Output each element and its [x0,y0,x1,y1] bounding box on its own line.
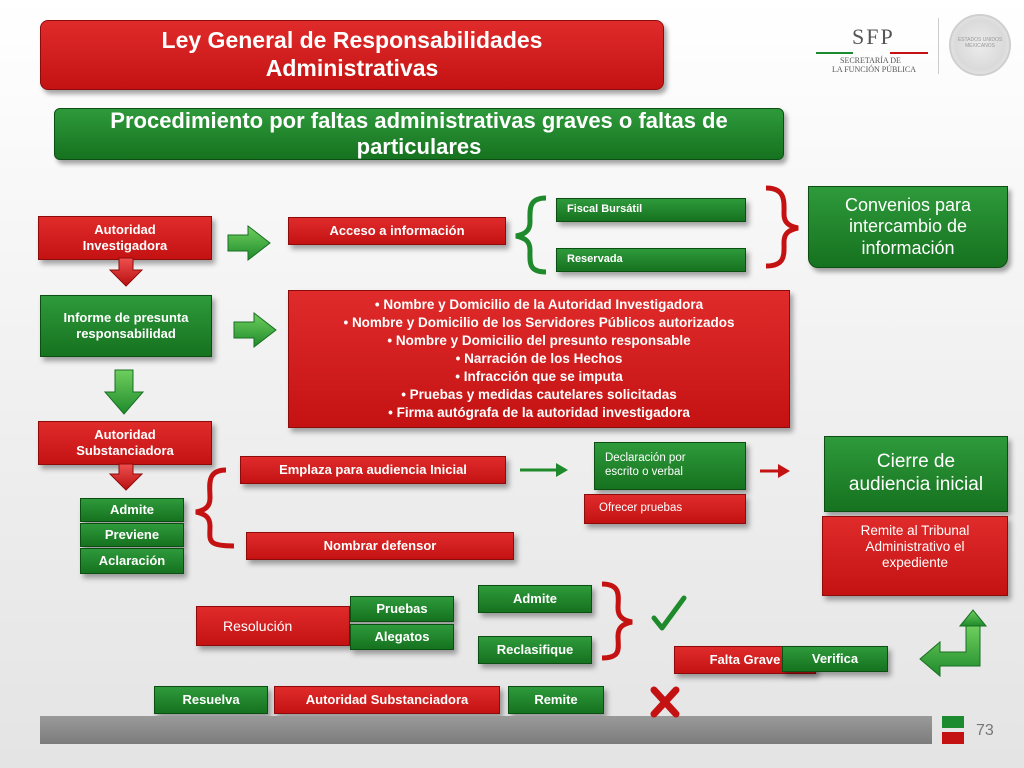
declaracion-box: Declaración por escrito o verbal [594,442,746,490]
arrow-right-icon [233,311,277,349]
requisito-item: Infracción que se imputa [343,368,734,386]
sfp-logo-subtitle-1: SECRETARÍA DE [840,56,901,65]
requisito-item: Nombre y Domicilio de los Servidores Púb… [343,314,735,332]
informe-box: Informe de presunta responsabilidad [40,295,212,357]
page-number: 73 [976,722,994,739]
check-icon [651,595,687,631]
fiscal-bursatil-box: Fiscal Bursátil [556,198,746,222]
arrow-down-icon [108,257,144,287]
sfp-logo-text: SFP [852,24,895,49]
autoridad-substanciadora-box: Autoridad Substanciadora [38,421,212,465]
arrow-right-icon [556,463,568,477]
requisito-item: Narración de los Hechos [343,350,734,368]
sfp-logo-subtitle-2: LA FUNCIÓN PÚBLICA [832,65,917,74]
remite-tribunal-box: Remite al Tribunal Administrativo el exp… [822,516,1008,596]
nombrar-defensor-box: Nombrar defensor [246,532,514,560]
resolucion-box: Resolución [196,606,350,646]
arrow-down-icon [103,369,145,415]
verifica-box: Verifica [782,646,888,672]
requisito-item: Pruebas y medidas cautelares solicitadas [343,386,734,404]
previene-box: Previene [80,523,184,547]
autoridad-substanciadora-2-box: Autoridad Substanciadora [274,686,500,714]
brace-icon [515,195,547,275]
requisito-item: Nombre y Domicilio del presunto responsa… [343,332,734,350]
arrow-right-icon [227,224,271,262]
national-seal-icon: ESTADOS UNIDOS MEXICANOS [949,14,1011,76]
pruebas-box: Pruebas [350,596,454,622]
requisitos-box: Nombre y Domicilio de la Autoridad Inves… [288,290,790,428]
aclaracion-box: Aclaración [80,548,184,574]
main-title: Ley General de Responsabilidades Adminis… [40,20,664,90]
resuelva-box: Resuelva [154,686,268,714]
remite-box: Remite [508,686,604,714]
reclasifique-box: Reclasifique [478,636,592,664]
requisito-item: Firma autógrafa de la autoridad investig… [343,404,734,422]
cierre-box: Cierre de audiencia inicial [824,436,1008,512]
footer-flag-red [942,732,964,744]
return-arrow-icon [919,625,981,678]
ofrecer-pruebas-box: Ofrecer pruebas [584,494,746,524]
sfp-logo: SFP SECRETARÍA DE LA FUNCIÓN PÚBLICA [812,24,932,76]
alegatos-box: Alegatos [350,624,454,650]
requisitos-list: Nombre y Domicilio de la Autoridad Inves… [343,296,735,422]
seal-text: ESTADOS UNIDOS MEXICANOS [957,37,1003,49]
footer-flag-green [942,716,964,728]
vertical-divider [938,18,939,74]
emplaza-box: Emplaza para audiencia Inicial [240,456,506,484]
admite-box: Admite [80,498,184,522]
autoridad-investigadora-box: Autoridad Investigadora [38,216,212,260]
brace-icon [765,185,799,269]
arrow-up-icon [958,609,988,627]
arrow-down-icon [108,463,144,491]
requisito-item: Nombre y Domicilio de la Autoridad Inves… [343,296,734,314]
subtitle-banner: Procedimiento por faltas administrativas… [54,108,784,160]
acceso-informacion-box: Acceso a información [288,217,506,245]
sfp-logo-line [816,52,928,54]
reservada-box: Reservada [556,248,746,272]
convenios-box: Convenios para intercambio de informació… [808,186,1008,268]
footer-bar [40,716,932,744]
arrow-right-icon [778,464,790,478]
brace-icon [195,467,235,549]
brace-icon [601,581,633,661]
admite-2-box: Admite [478,585,592,613]
cross-icon [650,686,680,718]
